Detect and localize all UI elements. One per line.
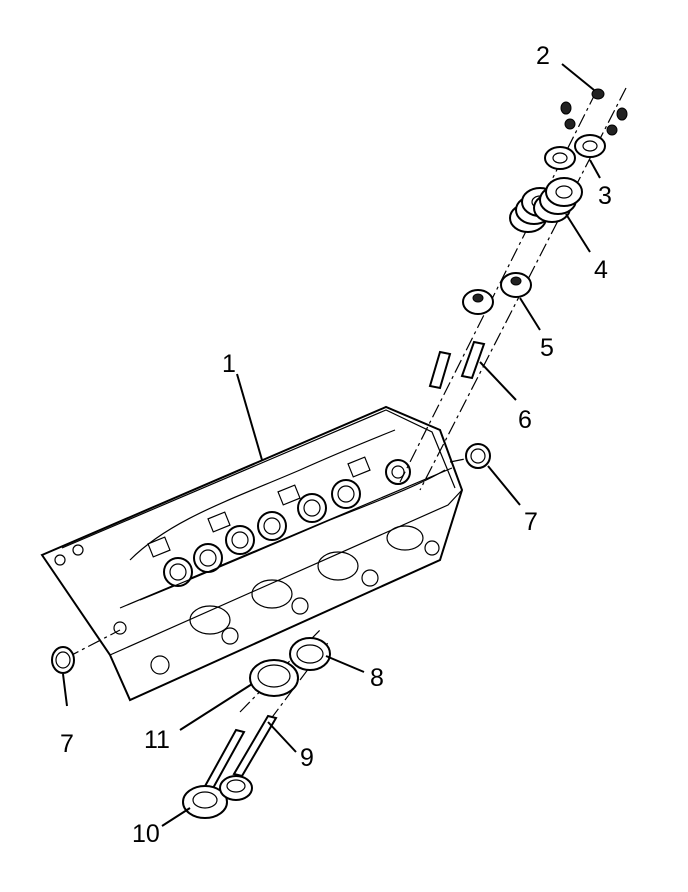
callout-2: 2 — [536, 42, 550, 70]
callout-1: 1 — [222, 350, 236, 378]
valve-spring-caps — [544, 134, 606, 170]
callout-9: 9 — [300, 744, 314, 772]
installed-valve-springs — [163, 459, 411, 587]
callout-11: 11 — [144, 726, 170, 754]
valve-stem-keys — [560, 88, 628, 136]
callout-4: 4 — [594, 256, 608, 284]
callout-6: 6 — [518, 406, 532, 434]
callout-7-left: 7 — [60, 730, 74, 758]
valve-springs — [509, 177, 583, 233]
callout-8: 8 — [370, 664, 384, 692]
callout-10: 10 — [132, 820, 160, 848]
valves — [182, 714, 278, 819]
callout-7-right: 7 — [524, 508, 538, 536]
callout-3: 3 — [598, 182, 612, 210]
cylinder-head — [40, 405, 464, 702]
leader-lines — [62, 63, 601, 827]
exhaust-valve-seat — [289, 637, 331, 671]
core-plugs — [51, 443, 491, 674]
callouts: 1 2 3 4 5 6 7 7 8 9 10 11 — [60, 42, 612, 848]
callout-5: 5 — [540, 334, 554, 362]
valve-stem-seals — [462, 272, 532, 315]
valve-guides — [428, 340, 486, 390]
intake-valve-seat — [249, 659, 299, 697]
